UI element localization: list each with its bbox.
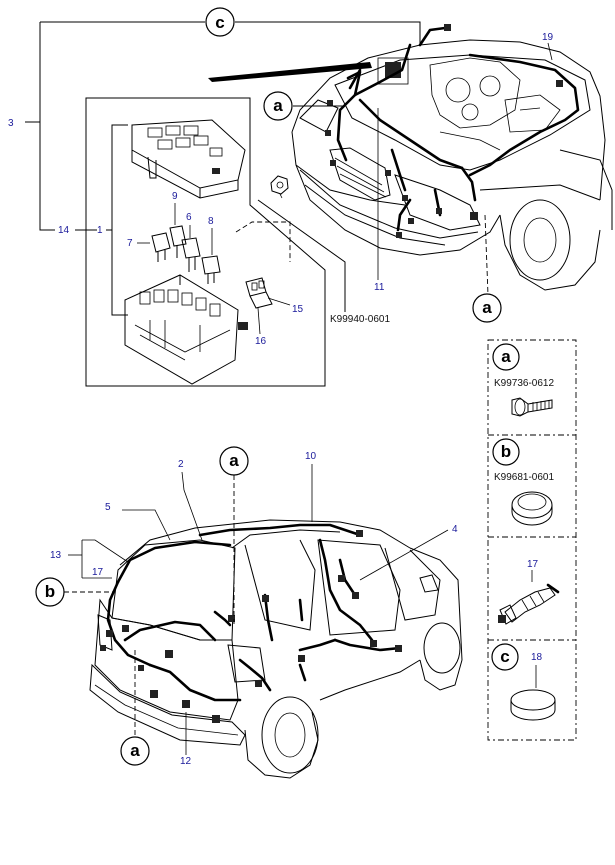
label-18: 18 — [531, 652, 543, 663]
callout-a-engine-right: a — [472, 293, 502, 323]
label-16: 16 — [255, 336, 267, 347]
svg-text:c: c — [215, 13, 224, 32]
nut-k99940 — [270, 175, 289, 199]
label-15: 15 — [292, 304, 304, 315]
relay-9 — [169, 225, 187, 258]
callout-a-rear-bottom: a — [120, 736, 150, 766]
callout-c-top: c — [205, 7, 235, 37]
svg-text:b: b — [501, 442, 511, 461]
svg-text:a: a — [273, 96, 283, 115]
svg-text:b: b — [45, 582, 55, 601]
bracket-c — [25, 21, 421, 231]
label-4: 4 — [452, 524, 458, 535]
callout-a-engine-left: a — [263, 91, 293, 121]
junction-box-cover — [131, 119, 246, 199]
label-12: 12 — [180, 756, 192, 767]
svg-text:a: a — [501, 347, 511, 366]
code-k99736-0612: K99736-0612 — [494, 378, 554, 389]
callout-a-rear-top: a — [219, 446, 249, 476]
label-7: 7 — [127, 238, 133, 249]
label-13: 13 — [50, 550, 62, 561]
panel-callout-a: a — [492, 343, 520, 371]
svg-text:a: a — [229, 451, 239, 470]
label-2: 2 — [178, 459, 184, 470]
grommet-k99681 — [511, 491, 553, 526]
rear-vehicle — [89, 519, 463, 779]
label-11: 11 — [374, 282, 385, 293]
harness-part-17 — [498, 583, 560, 625]
label-8: 8 — [208, 216, 214, 227]
svg-text:a: a — [130, 741, 140, 760]
engine-harness — [325, 24, 580, 238]
label-1: 1 — [97, 225, 103, 236]
label-14: 14 — [58, 225, 70, 236]
label-3: 3 — [8, 118, 14, 129]
fuse-holder — [245, 277, 273, 309]
junction-box-base — [124, 274, 248, 385]
legend-panel — [487, 339, 577, 741]
rear-harness — [100, 523, 402, 723]
code-k99940-0601: K99940-0601 — [330, 314, 390, 325]
relay-6 — [181, 237, 201, 272]
relay-7 — [151, 232, 171, 262]
code-k99681-0601: K99681-0601 — [494, 472, 554, 483]
label-5: 5 — [105, 502, 111, 513]
label-17-panel: 17 — [527, 559, 539, 570]
panel-callout-b: b — [492, 438, 520, 466]
engine-bay-car — [208, 39, 613, 291]
label-10: 10 — [305, 451, 317, 462]
panel-callout-c: c — [491, 643, 519, 671]
svg-text:c: c — [500, 647, 509, 666]
plug-part-18 — [510, 689, 556, 721]
callout-b-rear: b — [35, 577, 65, 607]
label-17-rear: 17 — [92, 567, 104, 578]
label-9: 9 — [172, 191, 178, 202]
svg-text:a: a — [482, 298, 492, 317]
label-6: 6 — [186, 212, 192, 223]
label-19: 19 — [542, 32, 554, 43]
relay-8 — [201, 255, 221, 284]
bolt-k99736 — [511, 397, 553, 417]
junction-box-frame — [85, 97, 326, 387]
